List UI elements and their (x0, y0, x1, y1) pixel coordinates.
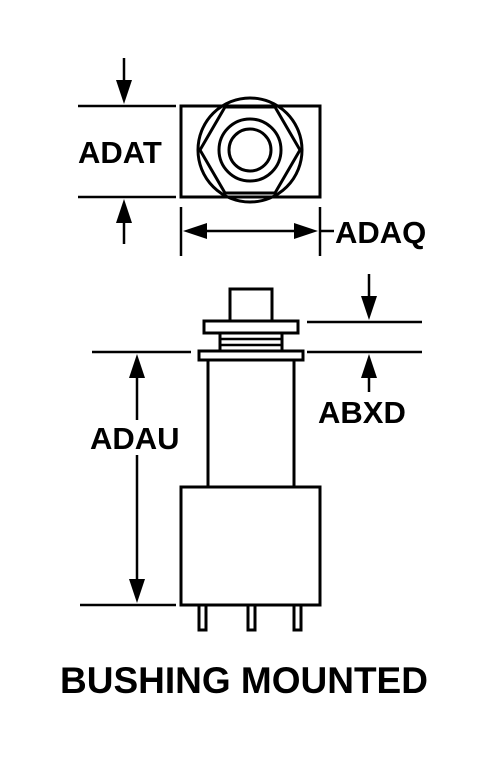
label-abxd: ABXD (318, 395, 406, 430)
side-view-plunger (228, 287, 274, 324)
terminal-center (246, 603, 257, 632)
label-adau: ADAU (90, 421, 180, 456)
dimension-adat: ADAT (78, 58, 176, 244)
dimension-abxd: ABXD (307, 274, 422, 430)
label-adaq: ADAQ (335, 215, 426, 250)
side-view-housing (179, 485, 322, 607)
dimension-adaq: ADAQ (179, 207, 426, 256)
label-adat: ADAT (78, 135, 162, 170)
terminal-left (197, 603, 208, 632)
top-view-outer-circle (196, 96, 304, 204)
diagram-caption: BUSHING MOUNTED (60, 660, 428, 701)
top-view (179, 96, 322, 204)
terminal-right (292, 603, 303, 632)
side-view-nut (202, 319, 300, 335)
side-view-thread (218, 331, 284, 353)
side-view (179, 287, 322, 632)
top-view-hex-nut (198, 105, 302, 195)
dimension-adau: ADAU (80, 350, 191, 607)
top-view-plunger-circle (227, 127, 273, 173)
top-view-bushing-circle (217, 117, 283, 183)
side-view-stem (206, 358, 296, 489)
